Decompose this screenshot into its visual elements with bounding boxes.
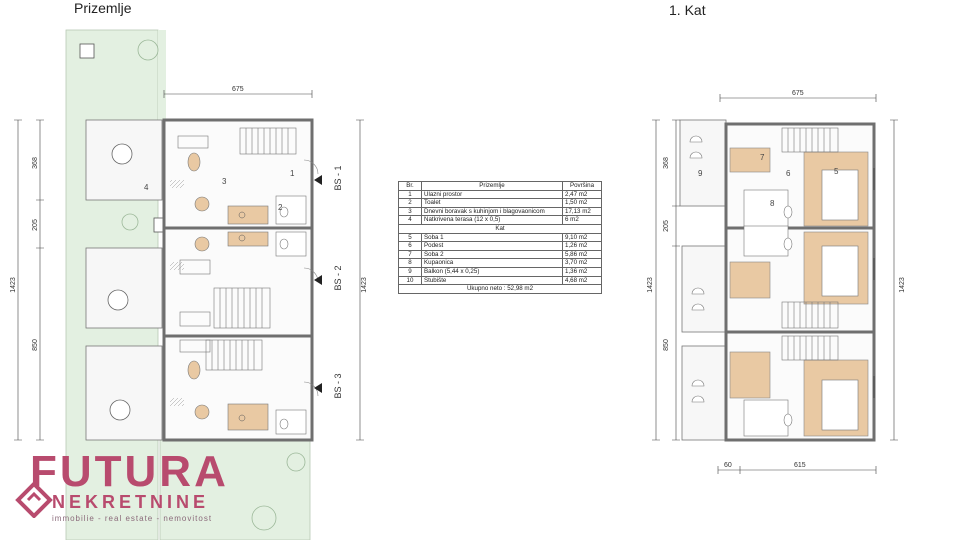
table-row: 8 Kupaonica 3,70 m2 (398, 258, 602, 268)
column-header: Prizemlje (421, 181, 563, 191)
room-number: 2 (278, 203, 283, 212)
section-label: Kat (398, 223, 602, 234)
room-number: 9 (698, 169, 703, 178)
dimension-label: 850 (32, 339, 39, 351)
table-row: 7 Soba 2 5,86 m2 (398, 249, 602, 260)
dimension-label: 205 (32, 219, 39, 231)
table-total-row: Ukupno neto : 52,98 m2 (398, 284, 602, 294)
first-floor-plan: 5 6 7 8 9 675 368 205 850 1423 (647, 90, 906, 474)
room-number: 1 (290, 169, 295, 178)
table-row: 4 Natkrivena terasa (12 x 0,5) 6 m2 (398, 215, 602, 225)
tree-icon (251, 505, 277, 531)
balcony-2 (681, 245, 727, 333)
area-table: Br. Prizemlje Površina 1 Ulazni prostor … (398, 181, 602, 294)
house-logo-icon (15, 481, 53, 518)
dimension-label: 60 (724, 462, 732, 469)
total-area: Ukupno neto : 52,98 m2 (398, 284, 602, 294)
room-number: 5 (834, 167, 839, 176)
futura-logo: FUTURA NEKRETNINE immobilie - real estat… (14, 448, 274, 540)
table-row: 1 Ulazni prostor 2,47 m2 (398, 189, 602, 200)
balcony-1 (679, 119, 727, 207)
ground-floor-title: Prizemlje (74, 0, 132, 16)
ground-floor-plan: 1 2 3 4 BS - 1 BS - 2 BS - 3 (10, 29, 368, 540)
room-number: 7 (760, 153, 765, 162)
table-row: 6 Podest 1,26 m2 (398, 241, 602, 251)
table-row: 5 Soba 1 9,10 m2 (398, 232, 602, 243)
table-row: 9 Balkon (5,44 x 0,25) 1,36 m2 (398, 266, 602, 277)
terrace-2 (85, 247, 163, 329)
dimension-label: 675 (792, 90, 804, 97)
room-number: 6 (786, 169, 791, 178)
room-number: 3 (222, 177, 227, 186)
room-number: 8 (770, 199, 775, 208)
tree-icon (286, 452, 306, 472)
dimension-label: 205 (663, 220, 670, 232)
unit-label-bs3: BS - 3 (333, 373, 343, 398)
column-header: Br. (398, 181, 422, 191)
dimension-label: 1423 (899, 277, 906, 293)
logo-main-text: FUTURA (30, 447, 229, 496)
unit-label-bs2: BS - 2 (333, 265, 343, 290)
dimension-label: 615 (794, 462, 806, 469)
balcony-3 (681, 345, 727, 441)
dimension-label: 1423 (10, 277, 17, 293)
unit-label-bs1: BS - 1 (333, 165, 343, 190)
front-garden (159, 439, 311, 540)
dimension-label: 850 (663, 339, 670, 351)
dimension-label: 368 (32, 157, 39, 169)
logo-tagline: immobilie - real estate - nemovitost (52, 514, 213, 523)
table-header-row: Br. Prizemlje Površina (398, 181, 602, 191)
logo-sub-text: NEKRETNINE (52, 492, 210, 512)
dimension-label: 368 (663, 157, 670, 169)
first-floor-title: 1. Kat (669, 2, 706, 18)
table-section-row: Kat (398, 223, 602, 234)
table-row: 2 Toalet 1,50 m2 (398, 198, 602, 208)
table-row: 10 Stubište 4,68 m2 (398, 275, 602, 286)
tree-icon (137, 39, 159, 61)
column-header: Površina (562, 181, 602, 191)
dimension-label: 1423 (361, 277, 368, 293)
table-row: 3 Dnevni boravak s kuhinjom i blagovaoni… (398, 206, 602, 217)
dimension-label: 1423 (647, 277, 654, 293)
tree-icon (121, 213, 139, 231)
terrace-3 (85, 345, 163, 441)
room-number: 4 (144, 183, 149, 192)
dimension-label: 675 (232, 86, 244, 93)
